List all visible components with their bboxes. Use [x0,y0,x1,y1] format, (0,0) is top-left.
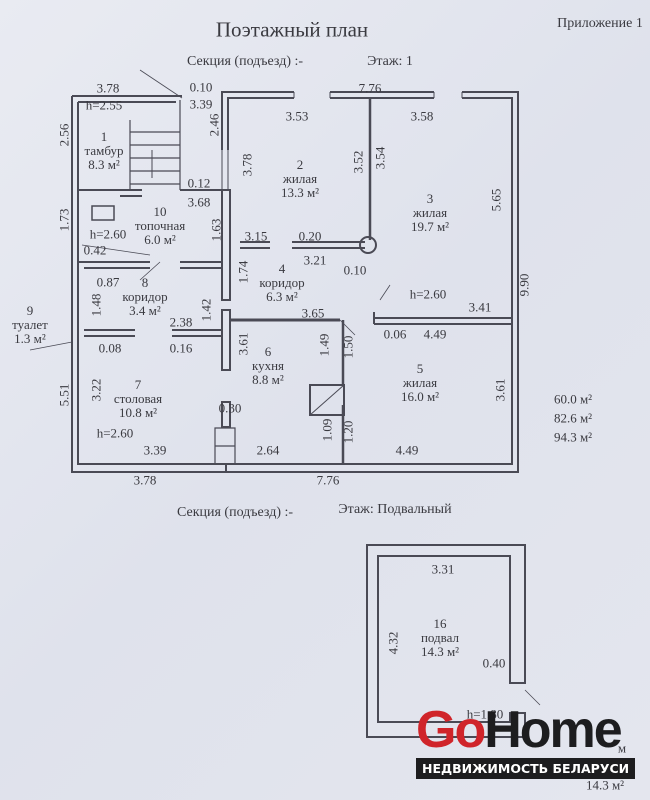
dim: 0.10 [189,79,213,95]
dim: 3.61 [235,332,251,356]
dim: 1.73 [56,208,72,232]
section-label: Секция (подъезд) :- [186,54,304,69]
dim: 1.09 [319,418,335,442]
dim: 4.49 [423,326,447,342]
gohome-logo: GoHome НЕДВИЖИМОСТЬ БЕЛАРУСИ [416,701,636,779]
dim: 3.52 [350,150,366,174]
dim: 3.58 [410,108,434,124]
logo-wordmark: GoHome [416,701,623,759]
dim: 2.46 [206,113,222,137]
dim: 4.32 [385,631,401,655]
dim: 7.76 [358,80,382,96]
dim: 0.30 [218,400,242,416]
dim: 1.49 [316,333,332,357]
dim: 7.76 [316,472,340,488]
dim: 1.42 [198,298,214,322]
dim: h=1.80 [466,706,504,722]
total-living-area: 60.0 м² [553,391,593,407]
dim: 0.10 [343,262,367,278]
dim: 0.16 [169,340,193,356]
dim: 3.53 [285,108,309,124]
dim: 0.40 [482,655,506,671]
dim: 0.06 [383,326,407,342]
logo-tagline: НЕДВИЖИМОСТЬ БЕЛАРУСИ [416,758,636,779]
dim: 1.48 [88,293,104,317]
dim: 3.21 [303,252,327,268]
dim: h=2.55 [85,97,123,113]
dim: 2.38 [169,314,193,330]
dim: h=2.60 [89,226,127,242]
total-area: 94.3 м² [553,429,593,445]
dim: 3.65 [301,305,325,321]
dim: 5.51 [56,383,72,407]
dim: 3.78 [239,153,255,177]
page-title: Поэтажный план [215,17,369,42]
dim: 3.54 [372,146,388,170]
dim: 5.65 [488,188,504,212]
dim: 0.12 [187,175,211,191]
dim: 3.61 [492,378,508,402]
appendix-label: Приложение 1 [557,16,643,31]
dim: 3.22 [88,378,104,402]
dim: 3.15 [244,228,268,244]
dim: 0.08 [98,340,122,356]
dim: 3.78 [96,80,120,96]
basement-total: м [617,740,627,756]
basement-total: 14.3 м² [585,777,625,793]
dim: 0.20 [298,228,322,244]
dim: 9.90 [516,273,532,297]
dim: h=2.60 [409,286,447,302]
dim: 3.68 [187,194,211,210]
dim: 1.63 [208,218,224,242]
dim: 4.49 [395,442,419,458]
dim: 2.64 [256,442,280,458]
dim: 1.74 [235,260,251,284]
total-general-area: 82.6 м² [553,410,593,426]
dim: 3.78 [133,472,157,488]
dim: h=2.60 [96,425,134,441]
dim: 2.56 [56,123,72,147]
dim: 0.87 [96,274,120,290]
dim: 0.42 [83,242,107,258]
dim: 3.31 [431,561,455,577]
dim: 3.41 [468,299,492,315]
dim: 1.20 [340,420,356,444]
floor-label: Этаж: 1 [367,54,413,69]
basement-floor-label: Этаж: Подвальный [338,502,452,517]
dim: 3.39 [143,442,167,458]
basement-section-label: Секция (подъезд) :- [176,505,294,520]
dim: 3.39 [189,96,213,112]
dim: 1.50 [340,335,356,359]
